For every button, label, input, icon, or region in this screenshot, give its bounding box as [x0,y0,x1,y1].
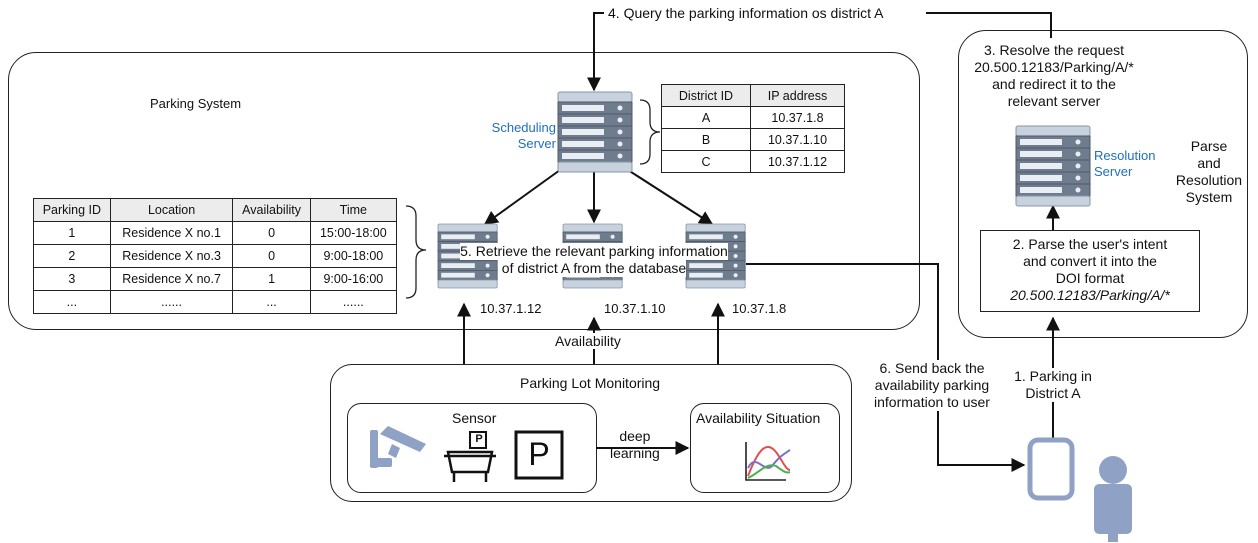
server-ip-3: 10.37.1.8 [732,301,787,316]
district-ip-table: District ID IP address A 10.37.1.8 B 10.… [661,84,845,173]
monitoring-title: Parking Lot Monitoring [520,375,661,391]
user-icon [1094,456,1132,542]
retrieve-step-label: 5. Retrieve the relevant parking informa… [460,243,728,277]
table-header: Time [309,198,398,222]
line-chart-icon [745,442,791,481]
parking-system-title: Parking System [150,96,242,111]
resolve-step-label: 3. Resolve the request 20.500.12183/Park… [974,42,1134,109]
parking-sign-icon [514,430,564,480]
table-row: 3 Residence X no.7 1 9:00-16:00 [33,267,398,291]
availability-situation-title: Availability Situation [696,410,821,426]
scheduling-server-icon [557,91,633,173]
table-row: B 10.37.1.10 [661,128,845,151]
sensor-title: Sensor [452,410,497,426]
table-header: Location [109,198,234,222]
smartphone-icon [1027,437,1075,501]
availability-label: Availability [555,333,621,349]
table-header: Parking ID [33,198,111,222]
table-row: 1 Residence X no.1 0 15:00-18:00 [33,221,398,245]
resolution-server-icon [1015,125,1091,207]
parse-step-label: 2. Parse the user's intent and convert i… [1010,236,1170,303]
send-back-step-label: 6. Send back the availability parking in… [858,360,1006,411]
table-header: IP address [750,84,845,107]
resolution-server-label: Resolution Server [1094,148,1156,179]
parking-meter-icon [444,431,496,482]
table-row: A 10.37.1.8 [661,106,845,129]
table-row: C 10.37.1.12 [661,150,845,173]
resolution-system-title: Parse and Resolution System [1175,138,1243,205]
parking-meter-letter: P [475,433,483,445]
scheduling-server-label: Scheduling Server [491,120,556,151]
cctv-camera-icon [370,426,426,468]
user-step-label: 1. Parking in District A [1006,368,1100,402]
parking-sign-letter: P [528,436,550,472]
table-header: District ID [661,84,751,107]
server-ip-1: 10.37.1.12 [480,301,542,316]
table-row: 2 Residence X no.3 0 9:00-18:00 [33,244,398,268]
server-ip-2: 10.37.1.10 [604,301,666,316]
table-header: Availability [232,198,311,222]
parking-info-table: Parking ID Location Availability Time 1 … [33,198,398,314]
parse-step-box [980,230,1200,312]
table-row: ... ...... ... ...... [33,290,398,314]
query-step-label: 4. Query the parking information os dist… [606,5,886,21]
deep-learning-label: deep learning [610,428,660,461]
